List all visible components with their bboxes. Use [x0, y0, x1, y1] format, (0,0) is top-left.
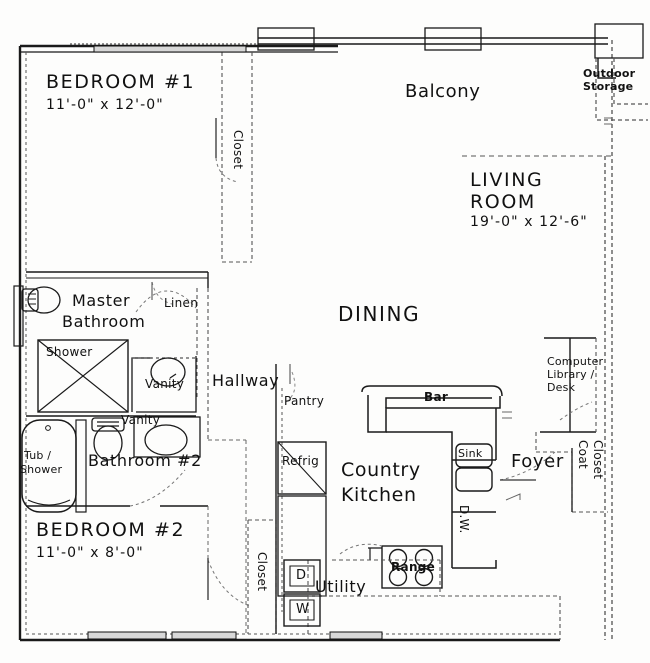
room-label-bedroom2: BEDROOM #2	[36, 519, 186, 541]
label-coat: Coat	[576, 440, 590, 469]
room-label-bathroom2: Bathroom #2	[88, 451, 202, 470]
label-range: Range	[391, 560, 436, 574]
master-toilet	[21, 286, 61, 314]
room-label-dining: DINING	[338, 302, 421, 326]
label-computer-line1: Computer	[547, 355, 604, 368]
label-pantry: Pantry	[284, 394, 325, 408]
room-dimensions-bedroom1: 11'-0" x 12'-0"	[46, 97, 164, 113]
label-refrigerator: Refrig	[282, 454, 320, 468]
label-computer-line2: Library /	[547, 368, 595, 381]
label-dishwasher: D.W.	[457, 505, 471, 534]
room-label-foyer: Foyer	[511, 451, 564, 472]
label-kitchen-sink: Sink	[458, 447, 483, 460]
kitchen-sink-basin-2	[455, 467, 493, 492]
label-bathroom2-vanity: Vanity	[121, 413, 161, 427]
room-label-balcony: Balcony	[405, 81, 481, 102]
label-tub-shower-line2: Shower	[20, 463, 63, 476]
label-dryer: D	[296, 568, 307, 583]
label-computer-line3: Desk	[547, 381, 576, 394]
room-label-kitchen-line2: Kitchen	[341, 484, 417, 506]
room-label-hallway: Hallway	[212, 371, 280, 390]
room-label-outdoor-storage-line1: Outdoor	[583, 67, 636, 80]
room-label-bedroom1-closet: Closet	[231, 130, 245, 170]
room-label-outdoor-storage-line2: Storage	[583, 80, 634, 93]
room-label-bedroom2-closet: Closet	[255, 552, 269, 592]
room-label-bedroom1: BEDROOM #1	[46, 71, 196, 93]
balcony-post	[594, 23, 644, 59]
balcony-post	[257, 27, 315, 51]
label-master-vanity: Vanity	[145, 377, 185, 391]
bedroom2-door-swing	[207, 559, 251, 607]
label-bar-counter: Bar	[424, 390, 449, 404]
balcony-post	[424, 27, 482, 51]
label-tub-shower-line1: Tub /	[24, 449, 52, 462]
room-label-living-room-line2: ROOM	[470, 191, 536, 213]
label-coat-closet: Closet	[591, 440, 605, 480]
room-label-utility: Utility	[315, 577, 367, 596]
room-label-master-bathroom-line1: Master	[72, 291, 131, 310]
room-label-living-room-line1: LIVING	[470, 169, 544, 191]
room-dimensions-bedroom2: 11'-0" x 8'-0"	[36, 545, 144, 561]
bathroom2-door-swing	[129, 469, 186, 507]
label-linen-closet: Linen	[164, 296, 199, 310]
room-label-kitchen-line1: Country	[341, 459, 421, 481]
label-washer: W	[296, 602, 310, 617]
room-label-master-bathroom-line2: Bathroom	[62, 312, 146, 331]
label-shower: Shower	[46, 345, 93, 359]
room-dimensions-living-room: 19'-0" x 12'-6"	[470, 214, 588, 230]
